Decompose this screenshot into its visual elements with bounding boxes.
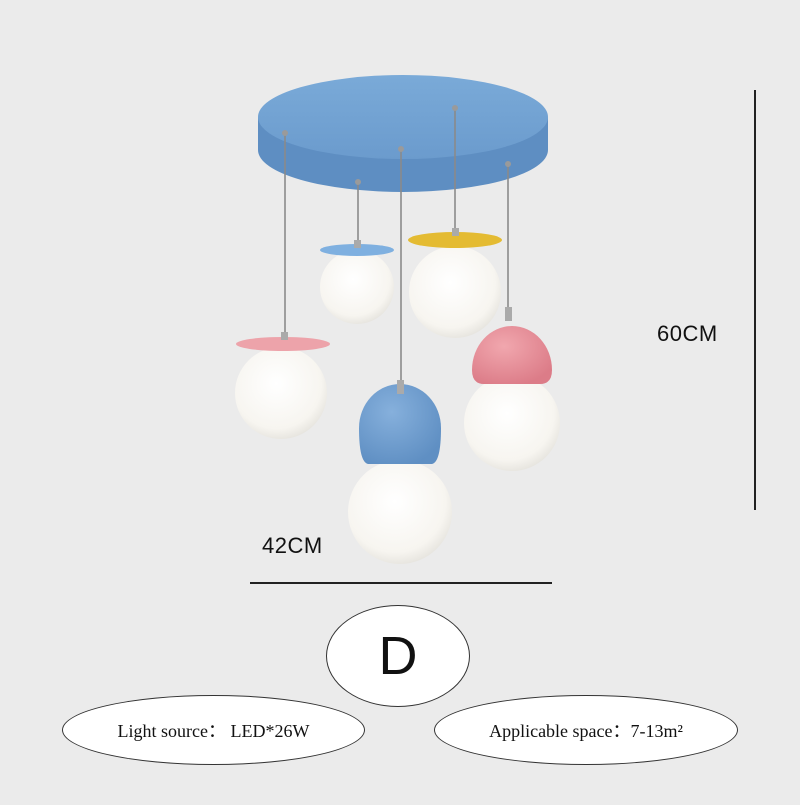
cord-fittings — [282, 105, 511, 185]
width-dimension-line — [250, 582, 552, 584]
height-dimension-line — [754, 90, 756, 510]
pendant-blue-cap — [348, 380, 452, 564]
pendant-pink-cap — [464, 307, 560, 471]
light-source-spec: Light source： LED*26W — [62, 695, 365, 765]
height-label: 60CM — [657, 321, 718, 346]
variant-letter: D — [378, 626, 418, 686]
width-label: 42CM — [262, 533, 323, 558]
pendant-yellow-disc — [408, 228, 502, 338]
applicable-space-spec: Applicable space：7-13m² — [434, 695, 738, 765]
pendant-pink-disc — [235, 332, 330, 439]
variant-badge: D — [326, 605, 470, 707]
ceiling-canopy — [258, 75, 548, 192]
pendant-blue-disc — [320, 240, 394, 324]
suspension-cords — [284, 110, 509, 385]
